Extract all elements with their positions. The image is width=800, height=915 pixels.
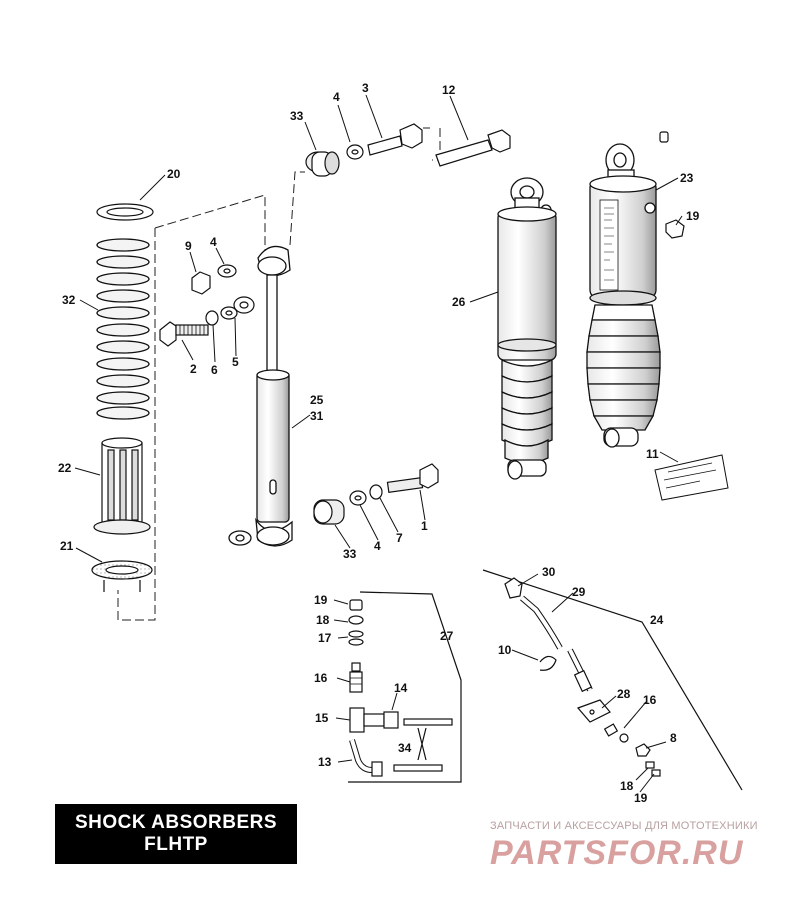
decal-label-11: [654, 454, 729, 501]
callout-4: 4: [333, 90, 340, 104]
callout-14: 14: [394, 681, 408, 695]
callout-19: 19: [314, 593, 328, 607]
diagram-title-box: SHOCK ABSORBERS FLHTP: [55, 804, 297, 864]
callout-8: 8: [670, 731, 677, 745]
callout-2: 2: [190, 362, 197, 376]
mount-hardware-bottom: [313, 463, 439, 525]
callout-7: 7: [396, 531, 403, 545]
shock-absorber-25-31: [228, 245, 293, 547]
callout-23: 23: [680, 171, 694, 185]
callout-9: 9: [185, 239, 192, 253]
air-line-kit-24: [482, 569, 743, 791]
air-shock-26: [497, 177, 557, 480]
coil-spring-32: [96, 238, 150, 420]
watermark-tagline: ЗАПЧАСТИ И АКСЕССУАРЫ ДЛЯ МОТОТЕХНИКИ: [490, 820, 758, 832]
callout-32: 32: [62, 293, 76, 307]
callout-18: 18: [620, 779, 634, 793]
callout-numbers: 3 4 33 12 20 9 4 32 2 6 5 22 25 31 21 1 …: [58, 81, 700, 805]
callout-leaders: [74, 94, 683, 793]
callout-11: 11: [646, 447, 659, 461]
callout-26: 26: [452, 295, 466, 309]
spring-retainer-21: [91, 560, 153, 592]
mount-hardware-left: [159, 264, 255, 347]
callout-27: 27: [440, 629, 454, 643]
callout-19: 19: [634, 791, 648, 805]
callout-3: 3: [362, 81, 369, 95]
callout-16: 16: [314, 671, 328, 685]
callout-31: 31: [310, 409, 324, 423]
callout-25: 25: [310, 393, 324, 407]
callout-34: 34: [398, 741, 412, 755]
callout-30: 30: [542, 565, 556, 579]
callout-1: 1: [421, 519, 428, 533]
valve-cap-19: [659, 131, 685, 239]
watermark-logo: PARTSFOR.RU: [490, 834, 744, 870]
callout-6: 6: [211, 363, 218, 377]
callout-13: 13: [318, 755, 332, 769]
title-line-2: FLHTP: [144, 834, 208, 855]
callout-19: 19: [686, 209, 700, 223]
callout-20: 20: [167, 167, 181, 181]
callout-28: 28: [617, 687, 631, 701]
callout-4: 4: [210, 235, 217, 249]
spring-seat-20: [96, 203, 154, 221]
callout-5: 5: [232, 355, 239, 369]
callout-18: 18: [316, 613, 330, 627]
callout-4: 4: [374, 539, 381, 553]
callout-33: 33: [290, 109, 304, 123]
fitting-kit-27: [348, 591, 462, 783]
title-line-1: SHOCK ABSORBERS: [74, 812, 278, 833]
callout-22: 22: [58, 461, 72, 475]
mount-hardware-top: [305, 123, 511, 177]
callout-24: 24: [650, 613, 664, 627]
callout-16: 16: [643, 693, 657, 707]
callout-29: 29: [572, 585, 586, 599]
callout-15: 15: [315, 711, 329, 725]
watermark-logo-text: PARTSFOR.RU: [490, 834, 744, 870]
spring-cage-22: [93, 437, 151, 535]
callout-21: 21: [60, 539, 74, 553]
air-shock-23: [586, 143, 661, 448]
callout-10: 10: [498, 643, 512, 657]
callout-17: 17: [318, 631, 332, 645]
callout-33: 33: [343, 547, 357, 561]
callout-12: 12: [442, 83, 456, 97]
